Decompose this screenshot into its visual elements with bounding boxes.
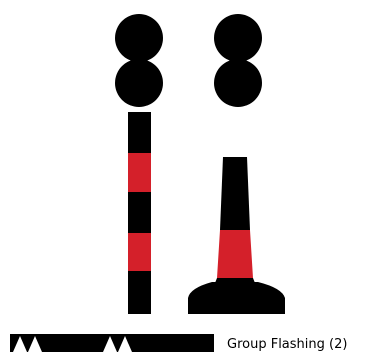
pillar-mark xyxy=(188,14,285,314)
spar-band-red-upper xyxy=(128,153,151,192)
flash-triangle xyxy=(118,336,132,352)
pillar-base xyxy=(188,282,285,314)
light-character-label: Group Flashing (2) xyxy=(227,337,347,352)
spar-band-black-bottom xyxy=(128,271,151,314)
left-topmark-upper-sphere xyxy=(115,14,163,62)
light-character-strip: Group Flashing (2) xyxy=(10,334,347,352)
pillar-band-red xyxy=(217,230,253,278)
spar-band-red-lower xyxy=(128,233,151,271)
spar-mark xyxy=(115,14,163,314)
flash-triangle xyxy=(13,336,27,352)
right-topmark-lower-sphere xyxy=(214,59,262,107)
flash-triangle xyxy=(28,336,42,352)
flash-triangle xyxy=(103,336,117,352)
pillar-band-black-lower xyxy=(215,278,255,283)
spar-band-black-middle xyxy=(128,192,151,233)
spar-band-black-top xyxy=(128,112,151,153)
right-topmark-upper-sphere xyxy=(214,14,262,62)
left-topmark-lower-sphere xyxy=(115,59,163,107)
pillar-band-black-upper xyxy=(220,157,250,230)
